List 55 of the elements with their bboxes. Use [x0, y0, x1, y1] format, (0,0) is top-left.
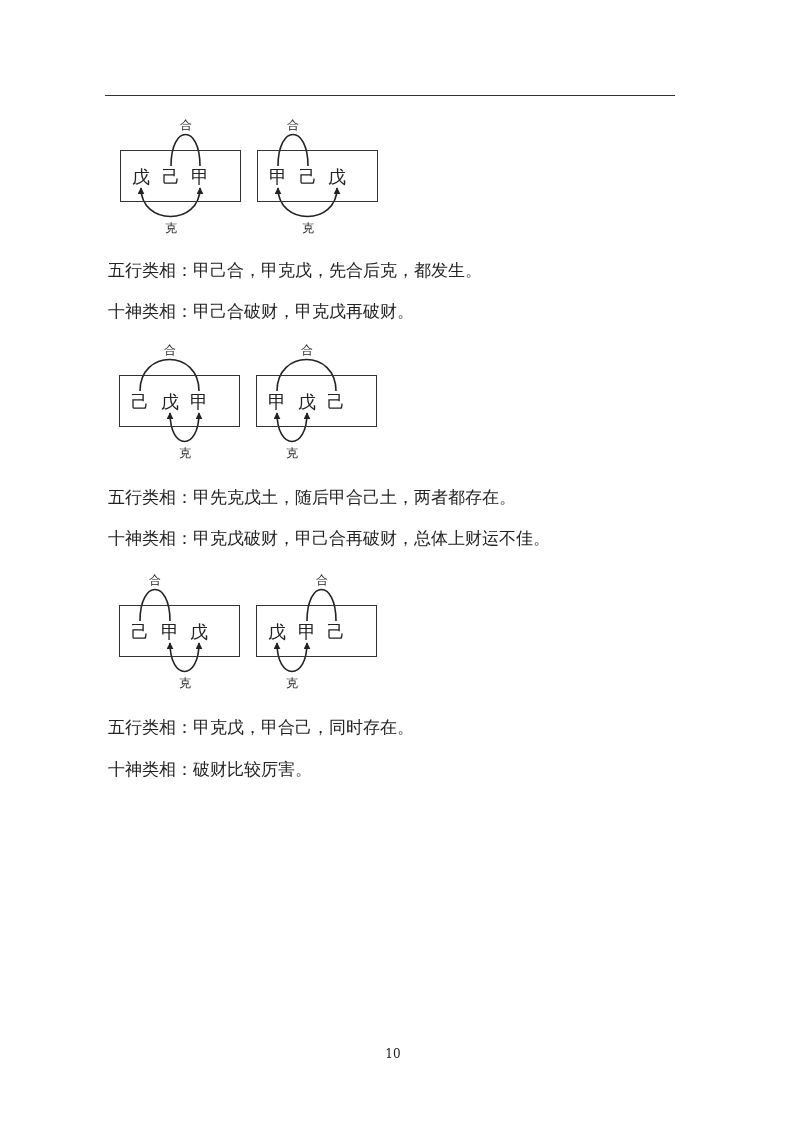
edge-label: 克	[163, 220, 178, 235]
character: 甲	[267, 166, 289, 188]
diagram-box	[119, 375, 240, 427]
character: 己	[160, 166, 182, 188]
edge-label: 克	[177, 445, 192, 460]
body-text: 五行类相：甲先克戊土，随后甲合己土，两者都存在。	[108, 486, 516, 508]
character: 戊	[296, 391, 318, 413]
edge-label: 合	[314, 572, 329, 587]
body-text: 十神类相：破财比较厉害。	[108, 758, 312, 780]
body-text: 十神类相：甲克戊破财，甲己合再破财，总体上财运不佳。	[108, 527, 550, 549]
arrow	[273, 412, 311, 443]
character: 甲	[189, 166, 211, 188]
diagram-box	[119, 605, 240, 657]
character: 己	[129, 621, 151, 643]
character: 甲	[159, 621, 181, 643]
character: 甲	[188, 391, 210, 413]
arrow	[138, 187, 203, 218]
arc-line	[306, 588, 337, 622]
character: 己	[297, 166, 319, 188]
character: 甲	[266, 391, 288, 413]
edge-label: 克	[300, 220, 315, 235]
arc-line	[276, 358, 337, 392]
character: 戊	[266, 621, 288, 643]
character: 己	[129, 391, 151, 413]
edge-label: 合	[162, 342, 177, 357]
page-number: 10	[384, 1047, 402, 1061]
diagram-box	[256, 375, 377, 427]
edge-label: 合	[178, 117, 193, 132]
arrow	[166, 412, 203, 443]
arc-line	[139, 588, 171, 622]
arrow	[275, 187, 340, 218]
character: 己	[325, 621, 347, 643]
character: 戊	[188, 621, 210, 643]
arc-line	[277, 133, 309, 167]
character: 甲	[296, 621, 318, 643]
edge-label: 克	[285, 445, 299, 460]
diagram-box	[120, 150, 241, 202]
edge-label: 合	[148, 572, 162, 587]
edge-label: 克	[285, 675, 299, 690]
body-text: 五行类相：甲克戊，甲合己，同时存在。	[108, 716, 414, 738]
arc-line	[170, 133, 201, 167]
body-text: 五行类相：甲己合，甲克戊，先合后克，都发生。	[108, 259, 482, 281]
arrow	[166, 642, 203, 673]
diagram-box	[256, 605, 377, 657]
character: 戊	[130, 166, 152, 188]
diagram-box	[257, 150, 378, 202]
edge-label: 合	[286, 117, 300, 132]
arc-line	[139, 358, 200, 392]
character: 己	[325, 391, 347, 413]
body-text: 十神类相：甲己合破财，甲克戊再破财。	[108, 300, 414, 322]
arrow	[273, 642, 311, 673]
edge-label: 克	[177, 675, 192, 690]
character: 戊	[326, 166, 348, 188]
edge-label: 合	[299, 342, 314, 357]
character: 戊	[159, 391, 181, 413]
